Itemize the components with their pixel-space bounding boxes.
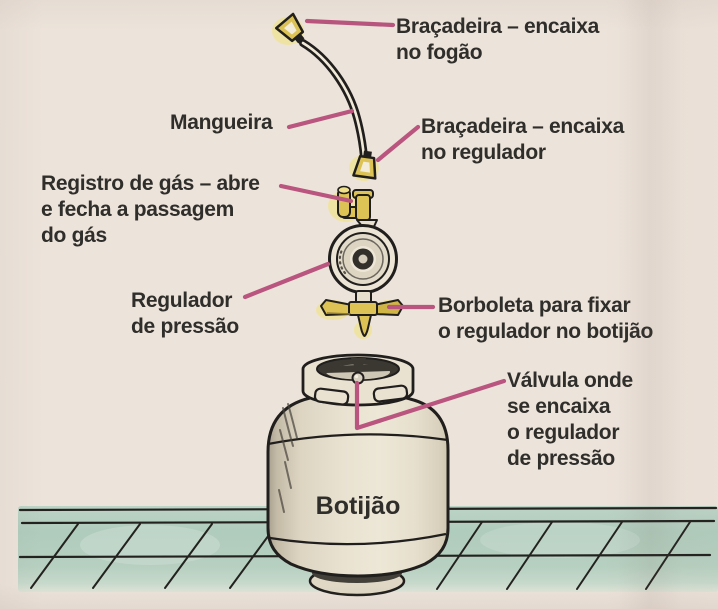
collar-slot-right <box>372 384 409 403</box>
cylinder-collar <box>301 353 415 407</box>
leader-mangueira <box>286 108 355 130</box>
leader-lines <box>242 18 507 431</box>
label-regulador-de-pressao: Regulador de pressão <box>131 289 239 338</box>
cylinder-seam-lower <box>269 532 447 546</box>
wing-nut-stem <box>357 314 372 337</box>
collar-handle-bar <box>326 364 390 373</box>
brass-glow <box>272 17 399 339</box>
label-bracadeira-fogao: Braçadeira – encaixa no fogão <box>396 15 599 64</box>
hose <box>299 39 368 161</box>
leader-regulador <box>242 261 331 300</box>
collar-slot-left <box>313 387 350 406</box>
hose-clamp-bottom <box>352 150 377 180</box>
hose-clamp-top <box>274 12 305 44</box>
label-botijao: Botijão <box>315 492 401 520</box>
hose-highlight <box>301 41 366 159</box>
label-valvula: Válvula onde se encaixa o regulador de p… <box>507 369 633 470</box>
cylinder-shading-hatch <box>278 403 298 513</box>
cylinder-seam-upper <box>267 433 449 446</box>
gas-cylinder <box>266 353 450 597</box>
leader-valvula <box>354 378 507 431</box>
leader-registro <box>278 183 354 204</box>
gas-valve <box>337 185 378 232</box>
label-mangueira: Mangueira <box>170 111 273 134</box>
label-borboleta: Borboleta para fixar o regulador no boti… <box>438 294 654 343</box>
label-bracadeira-regulador: Braçadeira – encaixa no regulador <box>421 115 624 164</box>
leader-bracadeira-fogao <box>304 18 396 28</box>
label-registro-de-gas: Registro de gás – abre e fecha a passage… <box>41 172 260 247</box>
wing-nut <box>320 290 404 337</box>
leader-bracadeira-regulador <box>375 124 421 163</box>
pressure-regulator <box>328 224 398 294</box>
exploded-parts <box>272 12 404 339</box>
